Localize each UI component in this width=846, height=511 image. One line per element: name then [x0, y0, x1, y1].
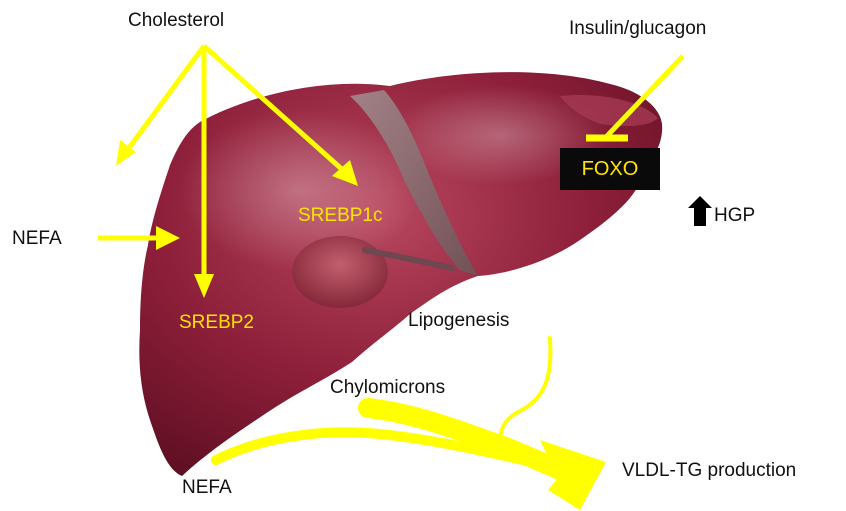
nefa-bottom-label: NEFA — [182, 477, 232, 499]
srebp1c-label: SREBP1c — [298, 205, 382, 227]
hgp-label: HGP — [714, 205, 755, 227]
chylomicrons-label: Chylomicrons — [330, 377, 445, 399]
gallbladder — [292, 236, 388, 308]
srebp2-label: SREBP2 — [179, 312, 254, 334]
nefa-left-label: NEFA — [12, 228, 62, 250]
lipogenesis-label: Lipogenesis — [408, 310, 509, 332]
vldl-label: VLDL-TG production — [622, 460, 796, 482]
up-arrow-icon — [688, 196, 712, 226]
foxo-label: FOXO — [582, 158, 639, 181]
foxo-box: FOXO — [560, 148, 660, 190]
cholesterol-label: Cholesterol — [128, 10, 224, 32]
insulin-glucagon-label: Insulin/glucagon — [569, 18, 706, 40]
